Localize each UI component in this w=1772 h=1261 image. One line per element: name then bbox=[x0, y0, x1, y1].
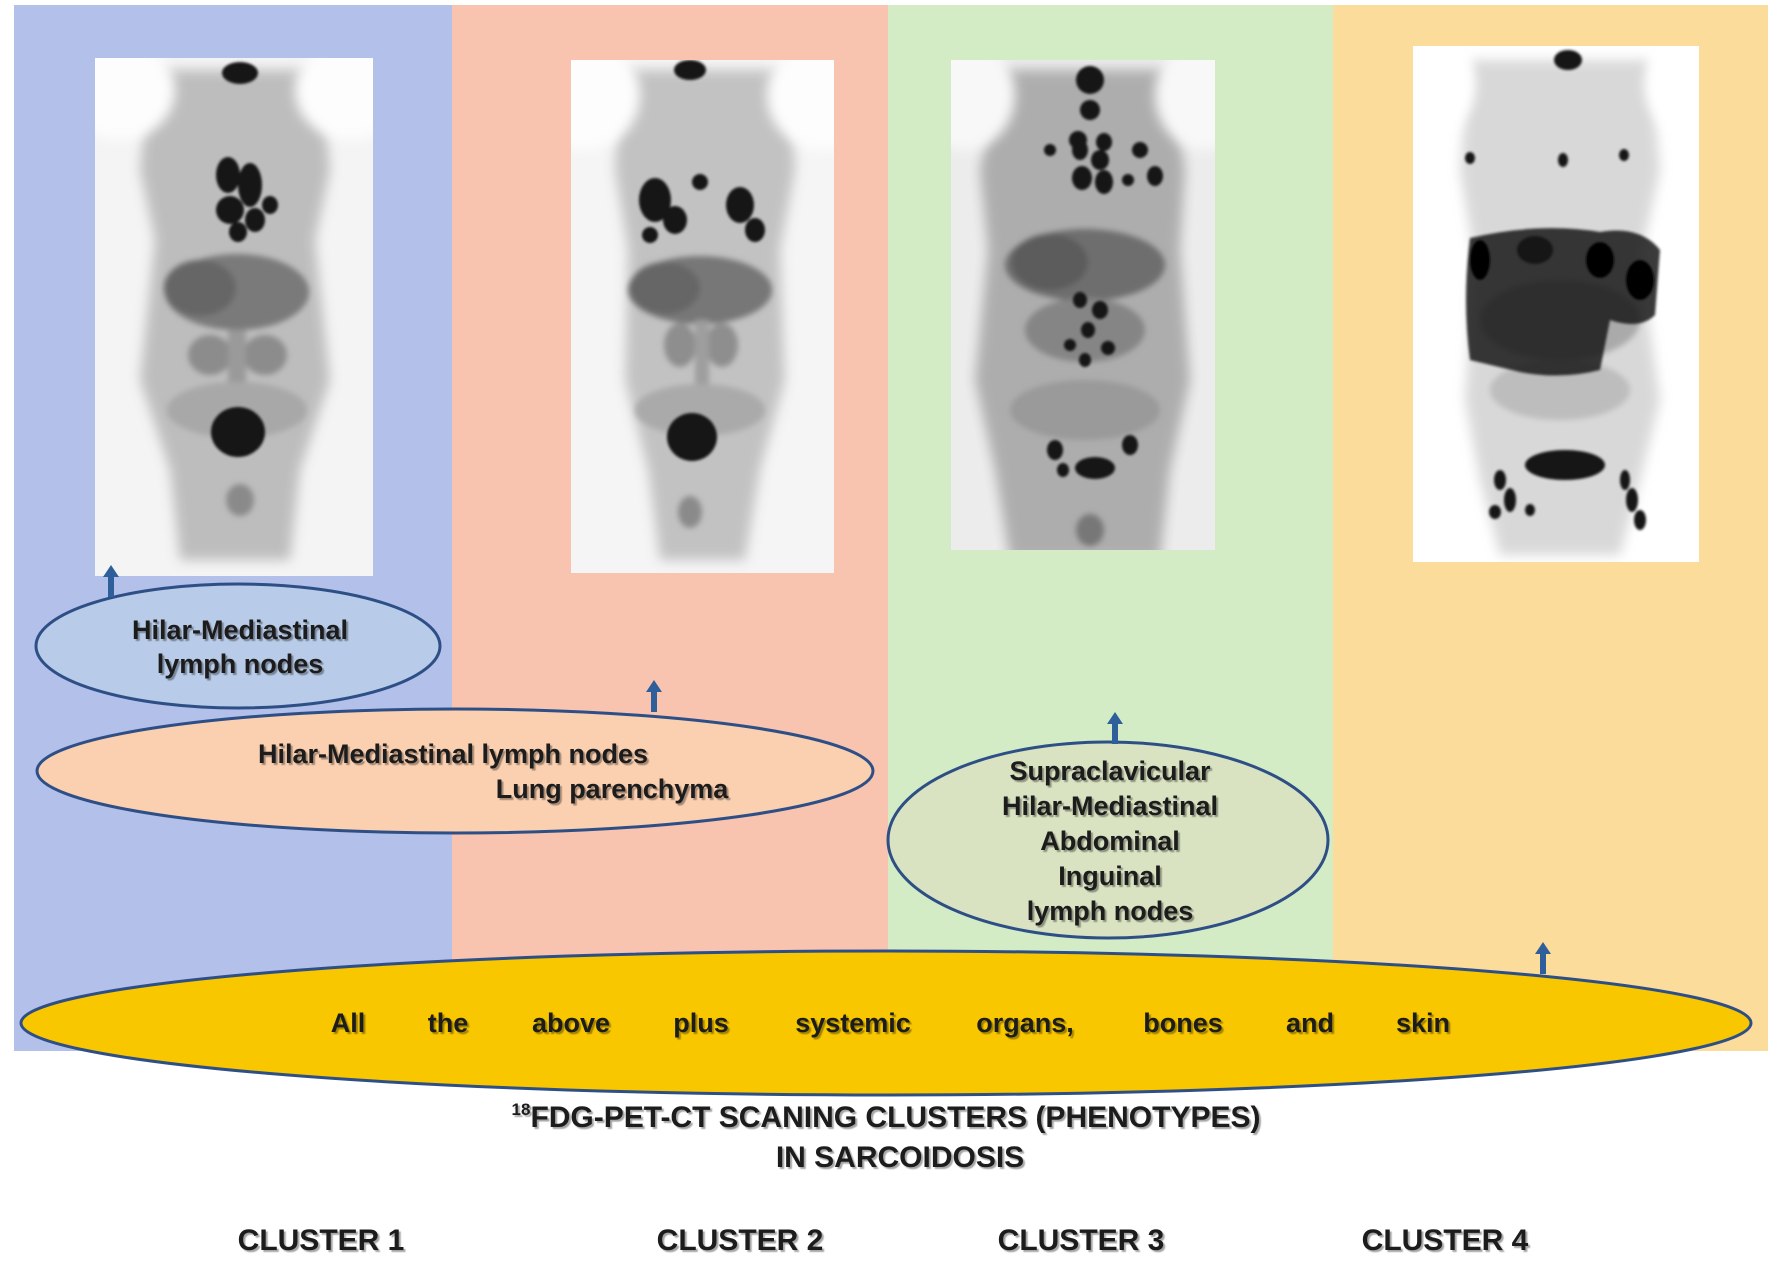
all-sites-word: systemic bbox=[795, 1008, 911, 1038]
cluster2-site-line: Hilar-Mediastinal lymph nodes bbox=[258, 739, 648, 769]
all-sites-word: above bbox=[532, 1008, 610, 1038]
cluster3-site-line: Inguinal bbox=[1058, 861, 1162, 891]
arrow-up-icon bbox=[646, 680, 662, 712]
cluster3-site-line: Abdominal bbox=[1040, 826, 1180, 856]
cluster2-label: CLUSTER 2 bbox=[657, 1224, 824, 1257]
all-sites-word: bones bbox=[1143, 1008, 1223, 1038]
cluster3-site-line: Hilar-Mediastinal bbox=[1002, 791, 1218, 821]
pet-ct-scan-cluster1 bbox=[95, 58, 373, 576]
all-clusters-ellipse bbox=[19, 949, 1753, 1097]
title-line1: FDG-PET-CT SCANING CLUSTERS (PHENOTYPES) bbox=[530, 1101, 1260, 1134]
pet-ct-scan-cluster3 bbox=[951, 60, 1215, 550]
cluster1-ellipse bbox=[34, 582, 442, 710]
arrow-up-icon bbox=[1535, 942, 1551, 974]
arrow-up-icon bbox=[1107, 712, 1123, 744]
cluster3-label: CLUSTER 3 bbox=[998, 1224, 1165, 1257]
cluster3-site-line: Supraclavicular bbox=[1009, 756, 1211, 786]
arrow-up-icon bbox=[103, 565, 119, 597]
all-sites-word: organs, bbox=[976, 1008, 1074, 1038]
pet-ct-scan-cluster2 bbox=[571, 60, 834, 573]
cluster3-ellipse bbox=[886, 740, 1330, 940]
all-sites-word: and bbox=[1286, 1008, 1334, 1038]
cluster1-site-line: Hilar-Mediastinal bbox=[132, 615, 348, 645]
cluster1-label: CLUSTER 1 bbox=[238, 1224, 405, 1257]
all-sites-word: the bbox=[428, 1008, 469, 1038]
all-sites-word: All bbox=[331, 1008, 366, 1038]
cluster2-site-line: Lung parenchyma bbox=[496, 774, 730, 804]
title-line2: IN SARCOIDOSIS bbox=[776, 1141, 1024, 1174]
diagram-title: 18FDG-PET-CT SCANING CLUSTERS (PHENOTYPE… bbox=[512, 1100, 1261, 1174]
cluster1-site-line: lymph nodes bbox=[157, 649, 324, 679]
pet-ct-scan-cluster4 bbox=[1413, 46, 1699, 562]
title-superscript: 18 bbox=[512, 1100, 531, 1119]
svg-text:18FDG-PET-CT SCANING CLUSTERS: 18FDG-PET-CT SCANING CLUSTERS (PHENOTYPE… bbox=[512, 1100, 1261, 1134]
cluster4-label: CLUSTER 4 bbox=[1362, 1224, 1529, 1257]
cluster3-site-line: lymph nodes bbox=[1027, 896, 1194, 926]
all-sites-word: skin bbox=[1396, 1008, 1450, 1038]
cluster2-ellipse bbox=[35, 707, 875, 835]
all-sites-word: plus bbox=[673, 1008, 729, 1038]
